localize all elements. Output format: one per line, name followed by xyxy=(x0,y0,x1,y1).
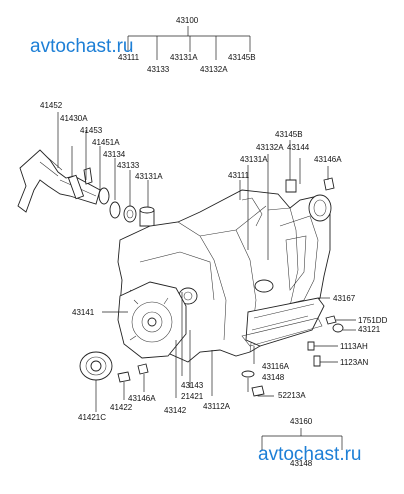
part-label-43148: 43148 xyxy=(262,373,285,382)
bolt-1123AN xyxy=(313,355,321,367)
part-label-43148-kit: 43148 xyxy=(290,459,313,468)
part-label-1123AN: 1123AN xyxy=(340,358,369,367)
part-label-43141: 43141 xyxy=(72,308,95,317)
part-label-43143: 43143 xyxy=(181,381,204,390)
bolt-1113AH xyxy=(307,341,315,351)
part-label-43116A: 43116A xyxy=(262,362,290,371)
part-label-43111-kit: 43111 xyxy=(118,53,140,62)
kit-bracket-bottom xyxy=(261,428,343,450)
part-label-43131A-kit: 43131A xyxy=(170,53,198,62)
part-label-43132A-kit: 43132A xyxy=(200,65,228,74)
watermark-top: avtochast.ru xyxy=(30,36,134,57)
plug-43121 xyxy=(332,323,344,333)
plug-52213A xyxy=(251,385,265,397)
part-label-41421C: 41421C xyxy=(78,413,106,422)
part-label-1751DD: 1751DD xyxy=(358,316,388,325)
washer-43148 xyxy=(241,370,255,378)
part-label-43144: 43144 xyxy=(287,143,310,152)
bolt-43146A-lower xyxy=(137,363,149,375)
part-label-43145B-kit: 43145B xyxy=(228,53,256,62)
part-label-43121: 43121 xyxy=(358,325,381,334)
part-label-41452: 41452 xyxy=(40,101,63,110)
part-label-43112A: 43112A xyxy=(203,402,231,411)
part-label-43134: 43134 xyxy=(103,150,126,159)
ring-43133 xyxy=(123,205,137,223)
plug-1751DD xyxy=(325,315,337,325)
leaders-lower-mid xyxy=(175,292,213,398)
part-label-43160: 43160 xyxy=(290,417,313,426)
plug-43145B xyxy=(285,179,297,193)
part-label-43146A: 43146A xyxy=(314,155,342,164)
part-label-43133-kit: 43133 xyxy=(147,65,170,74)
bell-housing xyxy=(117,281,187,359)
part-label-52213A: 52213A xyxy=(278,391,306,400)
part-label-43146A-lower: 43146A xyxy=(128,394,156,403)
release-bearing-41421C xyxy=(79,351,113,381)
leaders-left xyxy=(57,112,149,212)
part-label-1113AH: 1113AH xyxy=(340,342,368,351)
part-label-43142: 43142 xyxy=(164,406,187,415)
clip-41422 xyxy=(117,371,131,383)
part-label-43131A: 43131A xyxy=(135,172,163,181)
part-label-43111: 43111 xyxy=(228,171,250,180)
watermark-bottom: avtochast.ru xyxy=(258,444,362,465)
part-label-41430A: 41430A xyxy=(60,114,88,123)
part-label-43100: 43100 xyxy=(176,16,199,25)
bolt-43146A xyxy=(323,177,335,191)
part-label-43132A: 43132A xyxy=(256,143,284,152)
leaders-right-top xyxy=(239,140,329,260)
part-label-41422: 41422 xyxy=(110,403,133,412)
part-label-43145B: 43145B xyxy=(275,130,303,139)
part-label-41451A: 41451A xyxy=(92,138,120,147)
shift-fork-assembly xyxy=(17,149,110,213)
kit-bracket xyxy=(127,26,251,60)
seal-43134 xyxy=(109,201,121,219)
part-label-43131A-right: 43131A xyxy=(240,155,268,164)
rear-flange xyxy=(308,194,332,222)
part-label-21421: 21421 xyxy=(181,392,204,401)
part-label-41453: 41453 xyxy=(80,126,103,135)
part-label-43167: 43167 xyxy=(333,294,356,303)
part-label-43133: 43133 xyxy=(117,161,140,170)
